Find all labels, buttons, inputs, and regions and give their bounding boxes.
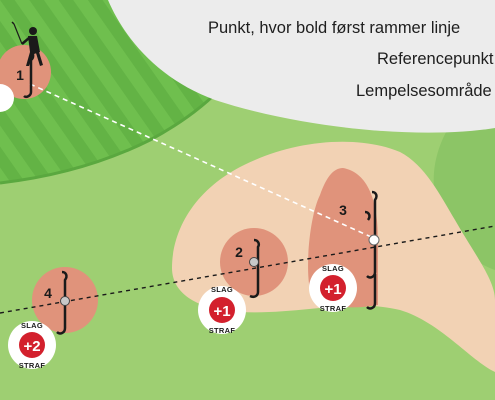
golf-ball: [0, 84, 14, 112]
position-number-3: 3: [339, 202, 347, 218]
club-length-bracket-2: [249, 238, 261, 299]
golfer-icon: [11, 21, 43, 66]
club-length-bracket-3b: [364, 210, 371, 221]
penalty-badge-3: SLAG +1 STRAF: [309, 264, 357, 313]
penalty-label-bottom: STRAF: [320, 304, 347, 313]
penalty-value: +1: [213, 303, 230, 320]
legend-item-reference-point: Referencepunkt: [377, 50, 494, 68]
penalty-area-line: [0, 225, 495, 314]
penalty-badge-4: SLAG +2 STRAF: [8, 321, 56, 370]
ball-flight-line: [29, 83, 379, 241]
position-number-1: 1: [16, 67, 24, 83]
line-crossing-point-2: [249, 257, 259, 267]
position-number-2: 2: [235, 244, 243, 260]
legend-panel: [108, 0, 495, 133]
penalty-badge-2: SLAG +1 STRAF: [198, 285, 246, 335]
penalty-label-bottom: STRAF: [19, 361, 46, 370]
reference-point-3: [368, 234, 380, 246]
position-number-4: 4: [44, 285, 52, 301]
penalty-label-bottom: STRAF: [209, 326, 236, 335]
club-length-bracket-3c: [366, 274, 377, 310]
penalty-label-top: SLAG: [21, 321, 43, 330]
line-crossing-point-4: [60, 296, 70, 306]
club-length-bracket-1: [23, 50, 35, 99]
penalty-value: +1: [324, 281, 341, 298]
penalty-value: +2: [23, 338, 40, 355]
legend-item-relief-area: Lempelsesområde: [356, 82, 492, 100]
penalty-label-top: SLAG: [322, 264, 344, 273]
legend-item-line-crossing: Punkt, hvor bold først rammer linje: [208, 19, 460, 37]
penalty-label-top: SLAG: [211, 285, 233, 294]
